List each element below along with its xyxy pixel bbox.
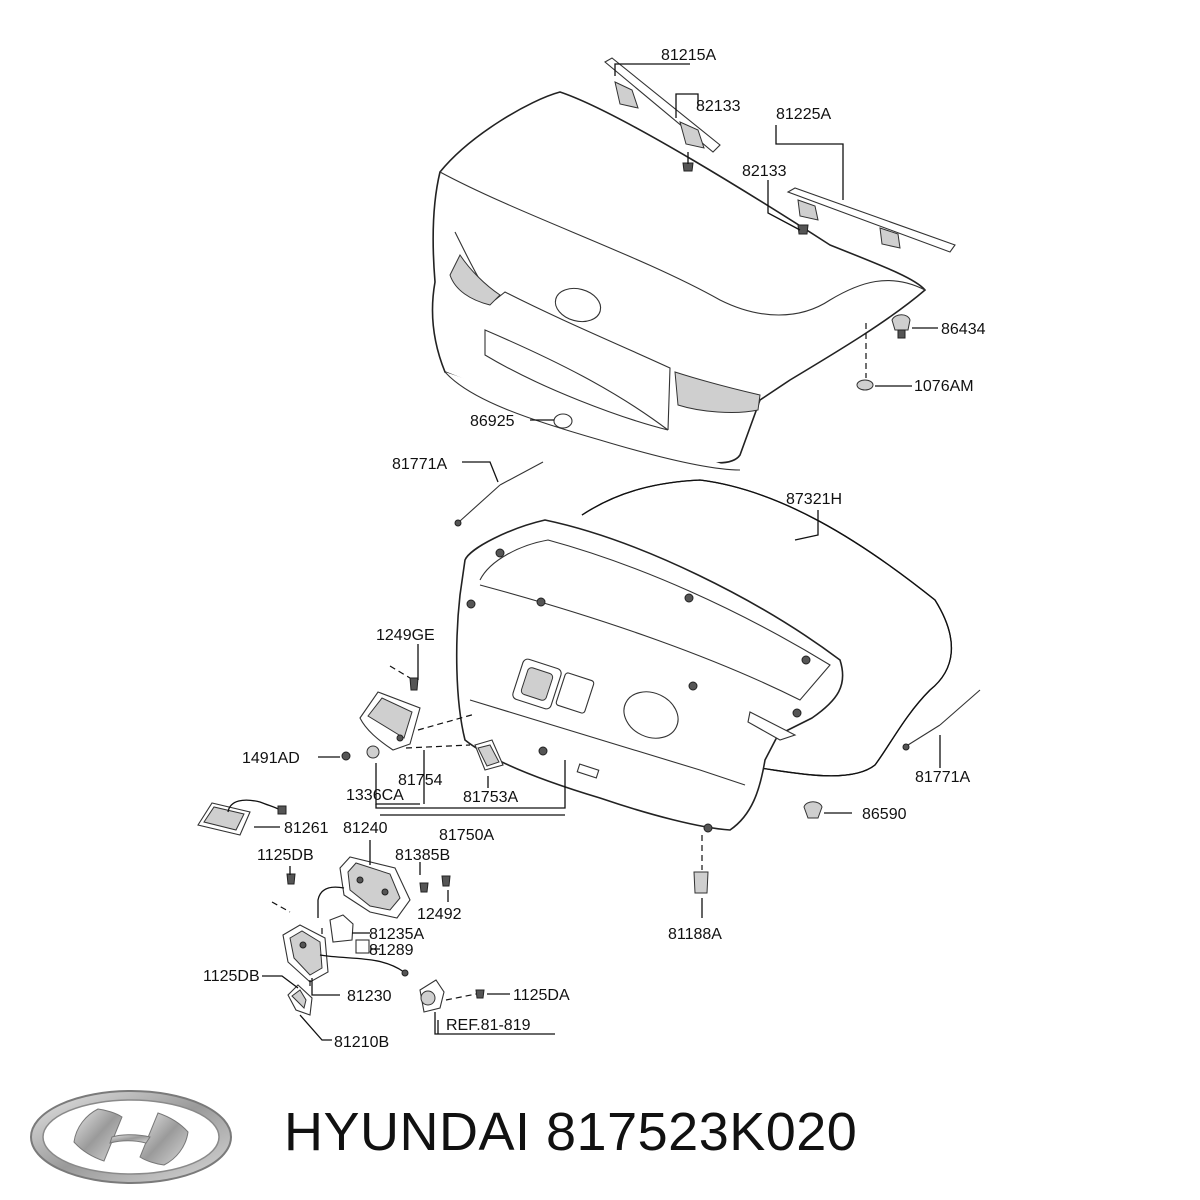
label-81210B: 81210B (334, 1034, 389, 1051)
clip-1491AD (341, 751, 351, 761)
label-81261: 81261 (284, 820, 329, 837)
trunk-handle-81754 (359, 677, 421, 751)
label-81225A: 81225A (776, 106, 831, 123)
cover-81753A (474, 739, 504, 771)
license-lamp-81261 (197, 799, 287, 836)
label-87321H: 87321H (786, 491, 842, 508)
switch-81235A (329, 914, 354, 943)
label-86434: 86434 (941, 321, 986, 338)
label-1336CA: 1336CA (346, 787, 404, 804)
hyundai-logo-icon (30, 1090, 232, 1184)
label-1125DA: 1125DA (513, 987, 570, 1004)
bumper-81188A (693, 871, 709, 894)
gas-strut-left (454, 461, 544, 527)
gas-strut-right (902, 689, 981, 751)
label-86925: 86925 (470, 413, 515, 430)
label-81289: 81289 (369, 942, 414, 959)
nut-1336CA (366, 745, 380, 759)
label-1125DB-lower: 1125DB (203, 968, 260, 985)
hinge-strip-left (604, 57, 721, 172)
label-81235A: 81235A (369, 926, 424, 943)
label-12492: 12492 (417, 906, 462, 923)
hinge-strip-right (786, 187, 956, 253)
bolt-1125DB-upper (286, 873, 296, 885)
label-81230: 81230 (347, 988, 392, 1005)
label-81188A: 81188A (668, 926, 722, 943)
fastener-86434 (891, 314, 911, 339)
trunk-lid-panel (431, 91, 927, 471)
lock-cylinder-81-819 (419, 979, 485, 1013)
label-81771A-right: 81771A (915, 769, 970, 786)
label-82133-top: 82133 (696, 98, 741, 115)
weatherstrip-87321H (581, 479, 953, 777)
part-labels: 81215A 82133 81225A 82133 86434 1076AM 8… (203, 47, 986, 1051)
brand-footer: HYUNDAI 817523K020 (26, 1087, 1186, 1187)
label-81771A-left: 81771A (392, 456, 447, 473)
label-81240: 81240 (343, 820, 388, 837)
leader-lines (254, 63, 941, 1041)
label-1076AM: 1076AM (914, 378, 974, 395)
label-81385B: 81385B (395, 847, 450, 864)
clip-86590 (803, 801, 823, 819)
label-1125DB-upper: 1125DB (257, 847, 314, 864)
label-81750A: 81750A (439, 827, 494, 844)
actuator-81240 (317, 856, 451, 919)
label-81754: 81754 (398, 772, 443, 789)
label-1491AD: 1491AD (242, 750, 300, 767)
label-81753A: 81753A (463, 789, 518, 806)
striker-81210B (287, 984, 313, 1016)
label-86590: 86590 (862, 806, 907, 823)
trunk-trim-panel (455, 519, 844, 833)
label-ref-81-819: REF.81-819 (446, 1017, 531, 1034)
plug-86925 (553, 413, 573, 429)
latch-81230 (282, 924, 409, 983)
label-82133-right: 82133 (742, 163, 787, 180)
clip-81289 (355, 939, 370, 954)
label-1249GE: 1249GE (376, 627, 435, 644)
label-81215A: 81215A (661, 47, 716, 64)
part-number-caption: HYUNDAI 817523K020 (284, 1102, 858, 1162)
grommet-1076AM (856, 379, 874, 391)
